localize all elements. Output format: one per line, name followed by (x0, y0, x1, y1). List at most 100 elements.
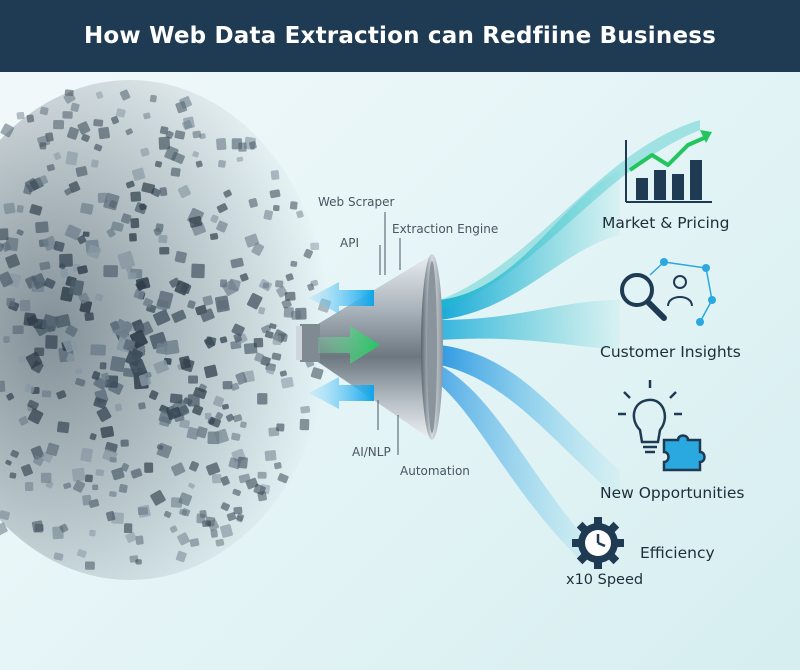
data-tile (18, 416, 29, 426)
label-extraction-engine: Extraction Engine (392, 222, 499, 236)
data-tile (6, 392, 15, 401)
data-tile (144, 372, 152, 379)
data-tile (263, 209, 274, 221)
data-tile (117, 250, 136, 270)
data-tile (74, 368, 83, 375)
data-tile (232, 414, 243, 423)
data-tile (24, 383, 35, 394)
data-tile (232, 488, 241, 497)
data-tile (97, 192, 107, 203)
data-tile (82, 494, 92, 506)
data-tile (210, 214, 219, 224)
data-tile (159, 187, 168, 197)
data-tile (158, 136, 171, 150)
data-tile (25, 351, 43, 369)
data-tile (231, 432, 241, 441)
data-tile (210, 529, 218, 538)
data-tile (91, 370, 101, 381)
data-tile (178, 405, 190, 417)
data-tile (279, 370, 287, 377)
data-tile (144, 462, 154, 473)
label-web-scraper: Web Scraper (318, 195, 395, 209)
data-tile (218, 160, 226, 168)
data-tile (93, 397, 107, 409)
data-tile (214, 428, 229, 444)
gear-clock-icon (572, 517, 624, 569)
data-tile (271, 352, 282, 361)
data-tile (310, 367, 324, 380)
flow-arrows (309, 282, 380, 409)
data-tile (65, 324, 78, 337)
data-tile (153, 359, 169, 374)
data-tile (239, 273, 249, 282)
data-tile (75, 166, 88, 177)
data-tile (0, 228, 9, 241)
data-tile (19, 299, 31, 312)
data-tile (139, 203, 147, 211)
data-tile (133, 288, 145, 300)
label-automation: Automation (400, 464, 470, 478)
lightbulb-puzzle-icon (618, 380, 706, 472)
data-tile (103, 265, 118, 278)
data-cloud (0, 80, 334, 580)
data-tile (290, 260, 298, 267)
data-tile (135, 559, 142, 565)
data-tile (180, 282, 192, 294)
data-tile (273, 204, 280, 212)
data-tile (16, 205, 24, 213)
data-tile (64, 224, 82, 241)
data-tile (62, 111, 73, 119)
data-tile (215, 411, 224, 420)
customer-search-icon (620, 258, 716, 326)
data-tile (233, 506, 243, 515)
data-tile (230, 257, 244, 269)
data-tile (258, 279, 272, 292)
data-tile (189, 538, 200, 547)
data-tile (56, 390, 67, 400)
data-tile (289, 201, 298, 210)
data-tile (36, 175, 49, 186)
data-tile (269, 189, 281, 199)
data-tile (195, 160, 203, 168)
data-tile (99, 362, 107, 370)
data-tile (153, 309, 171, 326)
data-tile (186, 426, 200, 440)
data-tile (77, 235, 87, 245)
data-tile (31, 520, 44, 533)
data-tile (178, 492, 193, 506)
data-tile (236, 156, 244, 162)
data-tile (249, 141, 257, 150)
data-tile (310, 242, 320, 251)
data-tile (10, 449, 20, 458)
data-tile (12, 325, 24, 335)
data-tile (39, 106, 49, 116)
data-tile (300, 405, 311, 414)
data-tile (163, 339, 180, 355)
data-tile (56, 421, 70, 434)
label-market-pricing: Market & Pricing (602, 214, 730, 232)
data-tile (63, 482, 72, 490)
data-tile (269, 323, 277, 330)
data-tile (105, 510, 116, 522)
data-tile (270, 170, 280, 180)
data-tile (277, 473, 289, 484)
data-tile (175, 550, 187, 563)
data-tile (303, 248, 313, 259)
data-tile (222, 381, 233, 390)
label-speed: x10 Speed (566, 572, 644, 588)
data-tile (53, 552, 64, 561)
data-tile (258, 306, 266, 315)
data-tile (0, 510, 10, 521)
data-tile (130, 468, 143, 479)
data-tile (3, 336, 10, 344)
data-tile (81, 133, 90, 142)
data-tile (135, 535, 144, 545)
data-tile (21, 464, 33, 477)
data-tile (227, 278, 241, 292)
data-tile (35, 221, 49, 234)
data-tile (0, 242, 5, 252)
data-tile (78, 292, 90, 304)
data-tile (59, 253, 73, 267)
